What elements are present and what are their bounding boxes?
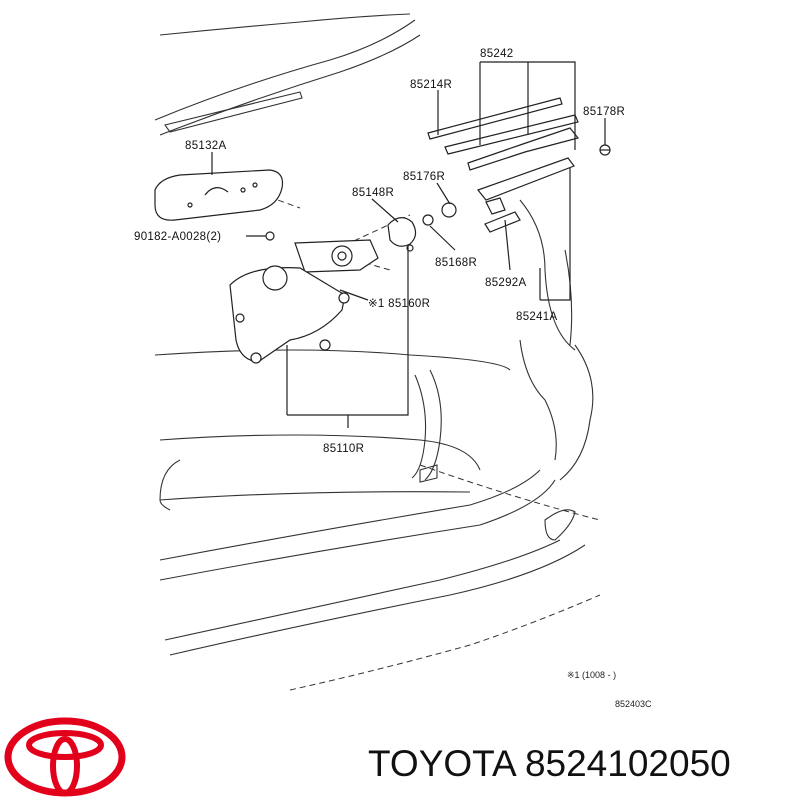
part-label-85292a: 85292A	[485, 277, 526, 289]
motor-cover	[154, 169, 284, 221]
wiper-blade	[427, 97, 580, 171]
packing	[484, 211, 521, 233]
part-label-85168r: 85168R	[435, 257, 477, 269]
part-label-85110r: 85110R	[323, 443, 364, 455]
part-label-90182-a0028: 90182-A0028(2)	[134, 231, 221, 243]
arm-nut	[422, 202, 457, 226]
part-label-85178r: 85178R	[583, 106, 625, 118]
toyota-logo	[4, 717, 126, 797]
part-number-caption: TOYOTA 8524102050	[368, 743, 731, 784]
clip	[265, 231, 275, 241]
part-label-85241a: 85241A	[516, 311, 557, 323]
part-label-85242: 85242	[480, 48, 513, 60]
part-label-85148r: 85148R	[352, 187, 394, 199]
wiper-arm	[477, 157, 575, 215]
part-label-85176r: 85176R	[403, 171, 445, 183]
nut-cap	[599, 144, 611, 156]
part-label-85160r: ※1 85160R	[368, 298, 430, 310]
vehicle-body-outline	[154, 13, 601, 691]
wiper-motor	[229, 239, 379, 364]
part-label-85214r: 85214R	[410, 79, 452, 91]
part-label-85132a: 85132A	[185, 140, 226, 152]
applicability-footnote: ※1 (1008 - )	[567, 670, 616, 680]
part-labels: 85242 85214R 85178R 85132A 85176R 85148R…	[134, 48, 652, 709]
leader-lines	[211, 61, 606, 428]
figure-code: 852403C	[615, 699, 652, 709]
pivot-cap	[387, 217, 417, 252]
